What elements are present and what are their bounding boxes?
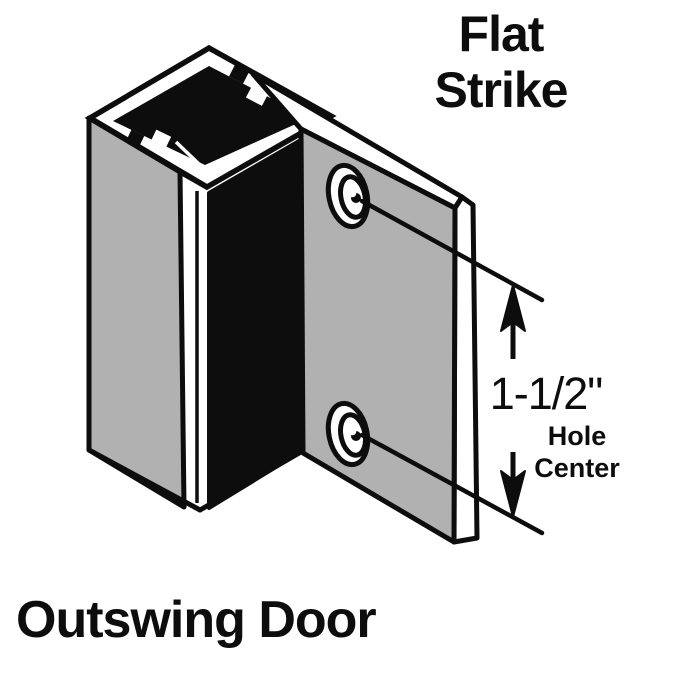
tube-channel-interior xyxy=(113,66,309,165)
screw-hole-top xyxy=(325,162,371,230)
diagram-caption: Outswing Door xyxy=(16,591,377,649)
dim-arrow-up xyxy=(500,284,526,359)
dim-arrow-down xyxy=(500,452,526,518)
diagram-title-line2: Strike xyxy=(434,62,569,118)
tube-tab-right xyxy=(229,64,250,84)
tube-left-face xyxy=(86,115,187,510)
screw-hole-bottom xyxy=(325,400,371,468)
dimension-label-line2: Center xyxy=(534,453,620,483)
dimension-callout xyxy=(359,198,545,536)
hole-center-mark-top-highlight xyxy=(348,189,357,198)
tube-bottom-edge-left xyxy=(86,447,203,513)
tube-inner-wall-line xyxy=(174,140,203,168)
dimension-value: 1-1/2" xyxy=(489,368,604,419)
tube-corner-shoulder xyxy=(178,169,210,191)
dimension-label-line1: Hole xyxy=(547,421,607,451)
diagram-title: Flat Strike xyxy=(395,6,607,118)
tube-bottom-edge-right xyxy=(197,449,304,513)
leader-line-top xyxy=(359,198,545,303)
dim-arrow-down-head xyxy=(500,470,526,518)
hole-center-mark-bottom-highlight xyxy=(348,427,357,436)
diagram-title-line1: Flat xyxy=(458,6,545,62)
dim-arrow-up-head xyxy=(500,284,526,332)
dimension-label: Hole Center xyxy=(506,420,648,484)
